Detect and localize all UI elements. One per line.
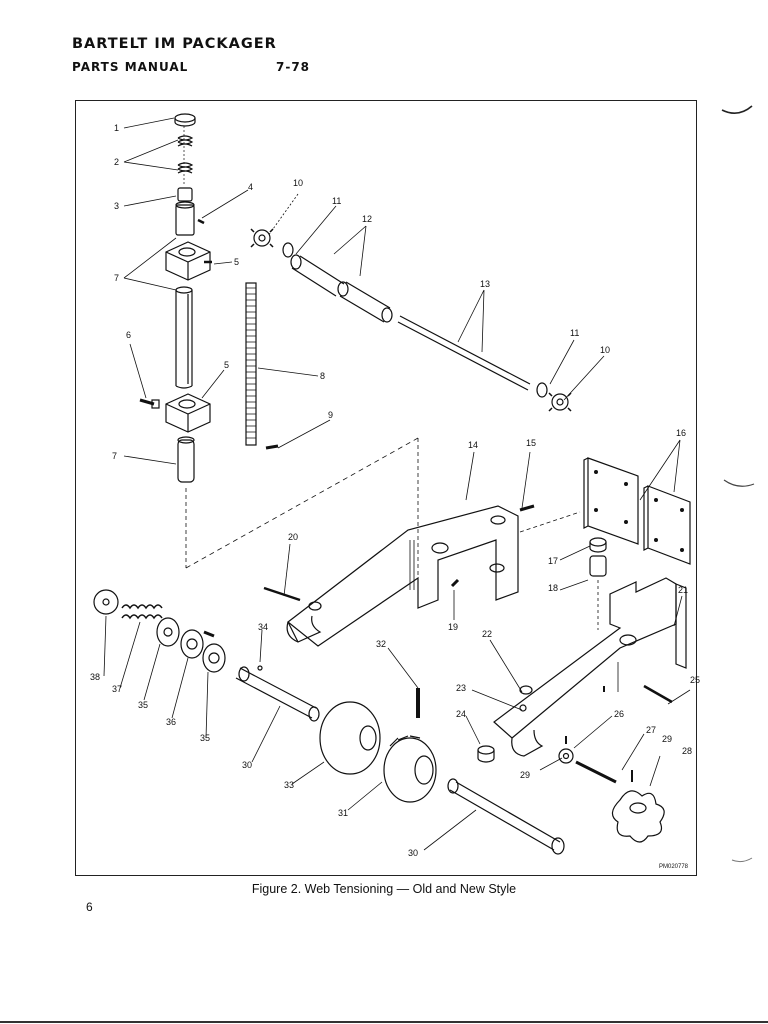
callout-2: 2	[114, 157, 119, 167]
callout-7b: 7	[112, 451, 117, 461]
callout-15: 15	[526, 438, 536, 448]
page-number: 6	[86, 900, 93, 914]
callout-32: 32	[376, 639, 386, 649]
callout-30b: 30	[408, 848, 418, 858]
callout-35: 35	[138, 700, 148, 710]
callout-6: 6	[126, 330, 131, 340]
callout-20: 20	[288, 532, 298, 542]
callout-13: 13	[480, 279, 490, 289]
callout-12: 12	[362, 214, 372, 224]
new-style-bracket	[493, 577, 687, 757]
callout-10b: 10	[600, 345, 610, 355]
callout-29: 29	[662, 734, 672, 744]
callout-24: 24	[456, 709, 466, 719]
callout-25: 25	[690, 675, 700, 685]
callout-26: 26	[614, 709, 624, 719]
callout-16: 16	[676, 428, 686, 438]
callout-33: 33	[284, 780, 294, 790]
callout-23: 23	[456, 683, 466, 693]
callout-28: 28	[682, 746, 692, 756]
callout-38: 38	[90, 672, 100, 682]
cap-part	[174, 113, 196, 127]
figure-caption: Figure 2. Web Tensioning — Old and New S…	[251, 882, 517, 896]
callout-30: 30	[242, 760, 252, 770]
revision-code: 7-78	[276, 60, 311, 74]
callout-27: 27	[646, 725, 656, 735]
callout-19: 19	[448, 622, 458, 632]
callout-4: 4	[248, 182, 253, 192]
callout-22: 22	[482, 629, 492, 639]
callout-3: 3	[114, 201, 119, 211]
callout-5b: 5	[224, 360, 229, 370]
callout-35b: 35	[200, 733, 210, 743]
spring-part	[177, 135, 194, 174]
manual-label: PARTS MANUAL	[72, 60, 189, 74]
callout-17: 17	[548, 556, 558, 566]
callout-8: 8	[320, 371, 325, 381]
callout-11b: 11	[570, 328, 579, 338]
callout-34: 34	[258, 622, 268, 632]
callout-14: 14	[468, 440, 478, 450]
binding-mark	[723, 479, 755, 487]
friction-pads	[583, 457, 691, 565]
callout-labels: 1 2 3 4 5 5 6 7 7 8 9 10 10 11 11 12 13 …	[90, 123, 700, 858]
callout-18: 18	[548, 583, 558, 593]
callout-37: 37	[112, 684, 122, 694]
gear-rack-part	[245, 282, 257, 446]
figure-frame	[75, 100, 697, 876]
old-style-bracket	[263, 504, 535, 647]
callout-7: 7	[114, 273, 119, 283]
drawing-code: PM020778	[659, 864, 689, 870]
knob-part	[611, 790, 665, 843]
callout-31: 31	[338, 808, 348, 818]
callout-29b: 29	[520, 770, 530, 780]
callout-5: 5	[234, 257, 239, 267]
scan-edge-line	[0, 1021, 768, 1023]
callout-1: 1	[114, 123, 119, 133]
document-title: BARTELT IM PACKAGER	[72, 36, 277, 52]
binding-mark	[731, 857, 753, 863]
callout-11: 11	[332, 196, 341, 206]
callout-10: 10	[293, 178, 303, 188]
gear-hub-part	[383, 735, 437, 803]
document-subtitle: PARTS MANUAL 7-78	[72, 60, 309, 74]
callout-9: 9	[328, 410, 333, 420]
binding-mark	[721, 105, 753, 114]
callout-36: 36	[166, 717, 176, 727]
callout-21: 21	[678, 585, 688, 595]
upper-shaft-assembly	[250, 228, 572, 412]
